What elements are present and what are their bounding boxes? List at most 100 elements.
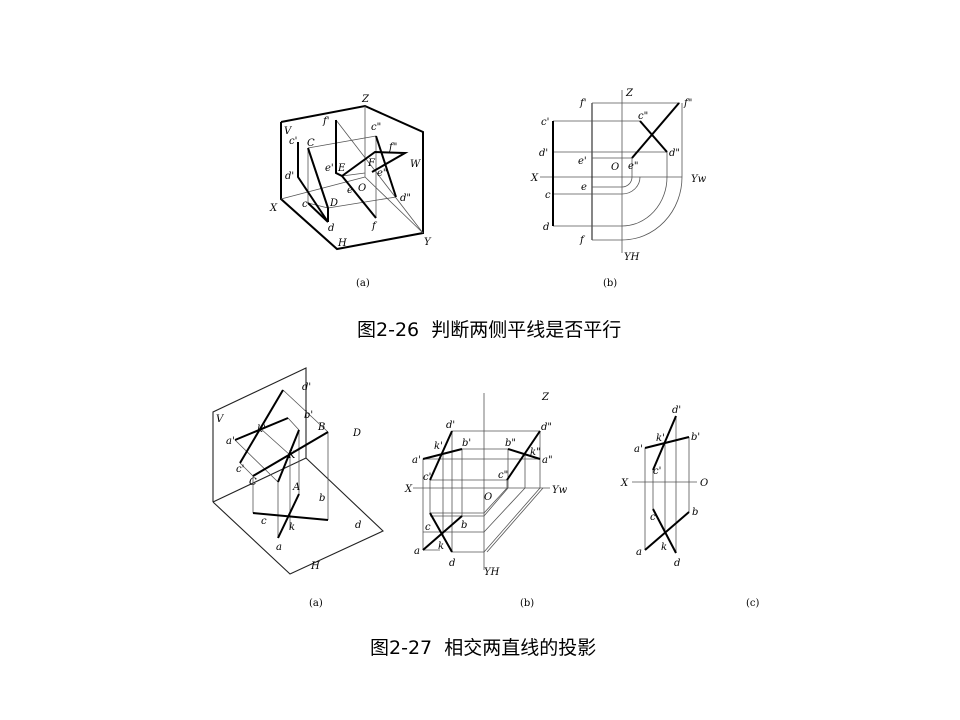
subfigure-caption: (c) <box>746 598 760 609</box>
point-label: b' <box>304 410 313 421</box>
point-label: W <box>410 159 421 170</box>
point-label: c <box>545 190 551 201</box>
fig-2-26a-drawing <box>280 104 424 251</box>
point-label: c" <box>498 470 508 481</box>
point-label: d <box>449 558 455 569</box>
point-label: a' <box>226 436 235 447</box>
point-label: f" <box>683 98 692 109</box>
point-label: c <box>302 199 308 210</box>
subfigure-caption: (b) <box>520 598 534 609</box>
point-label: f <box>371 221 378 232</box>
point-label: X <box>269 203 278 214</box>
point-label: d <box>355 520 361 531</box>
point-label: B <box>317 422 325 433</box>
point-label: E <box>337 163 346 174</box>
point-label: d <box>328 223 334 234</box>
fig-2-27b-labels: Z d' d" k' b' b" k" a' a" c' c" X O Yw c… <box>404 392 568 609</box>
point-label: YH <box>484 567 500 578</box>
point-label: D <box>329 198 338 209</box>
point-label: d' <box>539 148 548 159</box>
point-label: H <box>310 561 320 572</box>
point-label: O <box>700 478 708 489</box>
point-label: a <box>276 542 282 553</box>
fig-2-27a-labels: d' V b' k' B D a' K c' C A b c d k a H (… <box>216 382 361 609</box>
point-label: d <box>674 558 680 569</box>
point-label: e" <box>628 161 639 172</box>
point-label: f' <box>579 98 586 109</box>
point-label: c" <box>638 111 648 122</box>
point-label: d' <box>446 420 455 431</box>
figure-2-26-title: 图2-26 判断两侧平线是否平行 <box>357 319 622 341</box>
subfigure-caption: (a) <box>356 278 370 289</box>
point-label: V <box>284 126 293 137</box>
point-label: e <box>581 182 587 193</box>
point-label: c <box>261 516 267 527</box>
point-label: O <box>484 492 492 503</box>
figure-2-27-title: 图2-27 相交两直线的投影 <box>370 637 597 659</box>
point-label: e" <box>377 168 388 179</box>
point-label: b' <box>462 438 471 449</box>
fig-2-26a-labels: Z V c' C f' c" f" d' e' E F W e" e O d" … <box>269 94 432 289</box>
point-label: b" <box>505 438 516 449</box>
point-label: k' <box>434 441 443 452</box>
point-label: H <box>337 238 347 249</box>
point-label: X <box>404 484 413 495</box>
point-label: d' <box>285 171 294 182</box>
point-label: c' <box>541 117 549 128</box>
fig-2-26b-drawing <box>540 90 683 253</box>
point-label: b' <box>691 432 700 443</box>
point-label: a' <box>634 444 643 455</box>
point-label: d" <box>400 193 411 204</box>
point-label: f' <box>322 116 329 127</box>
point-label: D <box>352 428 361 439</box>
point-label: f <box>579 235 586 246</box>
point-label: YH <box>624 252 640 263</box>
point-label: c' <box>289 136 297 147</box>
point-label: k <box>289 522 295 533</box>
point-label: A <box>292 482 300 493</box>
fig-2-27b-drawing <box>413 393 550 570</box>
point-label: b <box>319 493 325 504</box>
point-label: Z <box>625 88 634 99</box>
point-label: c <box>650 512 656 523</box>
fig-2-27c-drawing <box>632 415 697 554</box>
point-label: k' <box>656 433 665 444</box>
point-label: k <box>438 541 444 552</box>
point-label: X <box>620 478 629 489</box>
point-label: k" <box>530 447 541 458</box>
point-label: Yw <box>552 485 568 496</box>
point-label: Y <box>424 237 432 248</box>
point-label: Yw <box>691 174 707 185</box>
point-label: c <box>425 522 431 533</box>
subfigure-caption: (b) <box>603 278 617 289</box>
point-label: C <box>307 138 315 149</box>
point-label: k <box>661 542 667 553</box>
point-label: e' <box>325 163 334 174</box>
point-label: f" <box>388 142 397 153</box>
point-label: d' <box>672 405 681 416</box>
point-label: Z <box>361 94 370 105</box>
point-label: k' <box>257 424 266 435</box>
point-label: b <box>461 520 467 531</box>
point-label: e <box>347 185 353 196</box>
point-label: b <box>692 507 698 518</box>
point-label: c' <box>423 472 431 483</box>
point-label: X <box>530 173 539 184</box>
point-label: a' <box>412 455 421 466</box>
fig-2-27a-drawing <box>212 367 384 575</box>
point-label: Z <box>541 392 550 403</box>
point-label: a <box>636 547 642 558</box>
point-label: V <box>216 414 225 425</box>
point-label: c' <box>653 466 661 477</box>
point-label: C <box>249 477 257 488</box>
point-label: d" <box>541 422 552 433</box>
point-label: d <box>543 222 549 233</box>
point-label: F <box>367 158 376 169</box>
point-label: K <box>287 450 296 461</box>
subfigure-caption: (a) <box>309 598 323 609</box>
point-label: a" <box>542 455 553 466</box>
point-label: c' <box>236 464 244 475</box>
point-label: c" <box>371 122 381 133</box>
point-label: e' <box>578 156 587 167</box>
